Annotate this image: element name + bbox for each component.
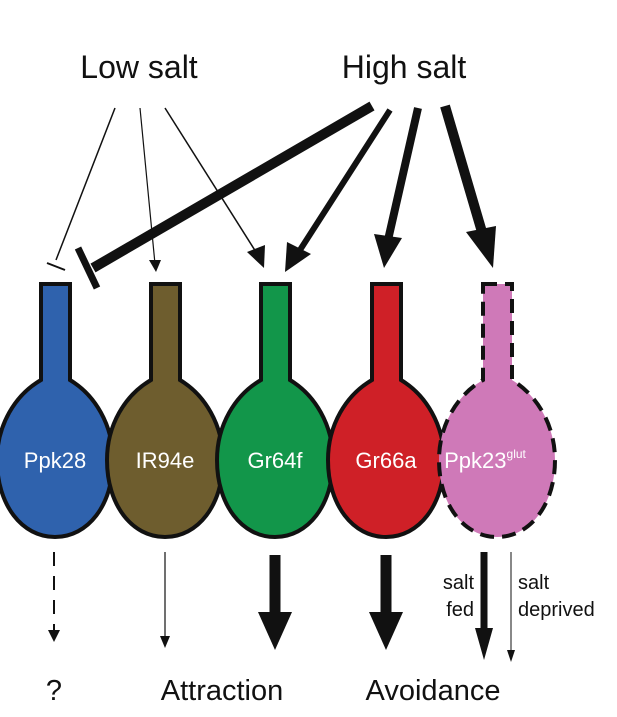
neuron-ir94e: IR94e [104,282,226,540]
ppk28-label: Ppk28 [24,448,86,473]
neuron-ppk23glut: Ppk23glut [436,282,558,540]
high-salt-to-ppk28-inhibition [90,101,375,273]
high-salt-gr66a-arrowhead [374,234,402,268]
high-salt-to-gr66a-arrow [384,107,422,241]
gr66a-label: Gr66a [355,448,417,473]
salt-deprived-line1: salt [518,572,550,594]
high-salt-to-gr64f-arrow [297,108,393,252]
neuron-gr64f: Gr64f [214,282,336,540]
low-salt-ir94e-arrowhead [149,260,161,272]
gr64f-label: Gr64f [247,448,303,473]
ppk23-label: Ppk23glut [444,447,526,473]
unknown-output-label: ? [46,675,62,707]
low-salt-gr64f-arrowhead [247,245,265,268]
high-salt-label: High salt [342,49,467,85]
salt-fed-line1: salt [443,572,475,594]
high-salt-ppk28-bar [74,246,101,290]
neuron-ppk28: Ppk28 [0,282,116,540]
ir94e-label: IR94e [136,448,195,473]
high-salt-to-ppk23-arrow [440,104,487,234]
salt-deprived-output-arrowhead [507,650,515,662]
high-salt-ppk23-arrowhead [466,226,496,268]
salt-deprived-line2: deprived [518,599,595,621]
avoidance-label: Avoidance [366,675,501,707]
high-salt-gr64f-arrowhead [285,242,311,272]
ir94e-output-arrowhead [160,636,170,648]
ppk28-output-arrowhead [48,630,60,642]
salt-fed-line2: fed [446,599,474,621]
neuron-gr66a: Gr66a [325,282,447,540]
low-salt-to-gr64f-arrow [164,107,257,253]
gr64f-output-arrowhead [258,612,292,650]
low-salt-ppk28-bar [46,262,66,271]
salt-fed-output-arrowhead [475,628,493,660]
attraction-label: Attraction [161,675,284,707]
low-salt-label: Low salt [80,49,198,85]
gr66a-output-arrowhead [369,612,403,650]
low-salt-to-ppk28-inhibition [55,107,116,261]
